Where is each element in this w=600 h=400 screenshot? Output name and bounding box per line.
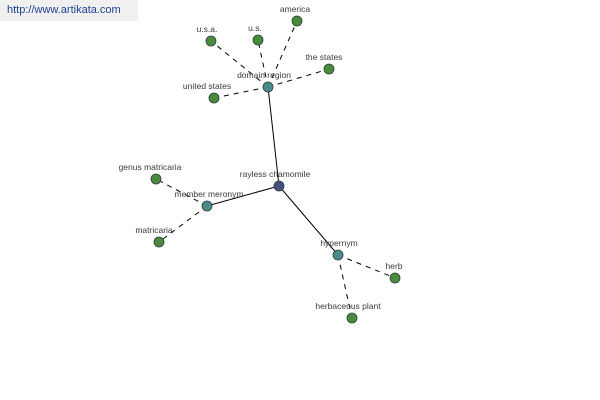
node-hypernym[interactable]: [332, 249, 344, 261]
edge-hypernym-to-herbaceous-plant: [337, 254, 353, 319]
node-label-herbaceous-plant: herbaceous plant: [315, 301, 381, 311]
node-label-genus-matricaria: genus matricaria: [119, 162, 182, 172]
edge-member-meronym-to-matricaria: [158, 205, 208, 243]
node-label-member-meronym: member meronym: [175, 189, 244, 199]
node-herbaceous-plant[interactable]: [346, 312, 358, 324]
node-label-domain-region: domain region: [237, 70, 291, 80]
node-label-the-states: the states: [306, 52, 343, 62]
node-label-america: america: [280, 4, 311, 14]
node-domain-region[interactable]: [262, 81, 274, 93]
edges-layer: [155, 20, 396, 319]
node-label-usa: u.s.a.: [197, 24, 218, 34]
node-matricaria[interactable]: [153, 236, 165, 248]
node-the-states[interactable]: [323, 63, 335, 75]
edge-rayless-chamomile-to-domain-region: [267, 86, 280, 187]
edge-domain-region-to-the-states: [267, 68, 330, 88]
edge-rayless-chamomile-to-member-meronym: [206, 185, 280, 207]
edge-domain-region-to-us: [257, 39, 269, 88]
node-label-matricaria: matricaria: [135, 225, 173, 235]
node-label-herb: herb: [385, 261, 402, 271]
node-label-us: u.s.: [248, 23, 262, 33]
labels-layer: rayless chamomile domain region member mer…: [119, 4, 403, 311]
node-genus-matricaria[interactable]: [150, 173, 162, 185]
site-url-banner[interactable]: http://www.artikata.com: [0, 0, 138, 21]
node-united-states[interactable]: [208, 92, 220, 104]
nodes-layer: [150, 15, 401, 324]
edge-domain-region-to-america: [267, 20, 298, 88]
node-label-united-states: united states: [183, 81, 231, 91]
node-herb[interactable]: [389, 272, 401, 284]
edge-hypernym-to-herb: [337, 254, 396, 279]
node-rayless-chamomile[interactable]: [273, 180, 285, 192]
node-label-hypernym: hypernym: [320, 238, 357, 248]
node-america[interactable]: [291, 15, 303, 27]
node-member-meronym[interactable]: [201, 200, 213, 212]
node-label-rayless-chamomile: rayless chamomile: [240, 169, 311, 179]
node-usa[interactable]: [205, 35, 217, 47]
edge-rayless-chamomile-to-hypernym: [278, 185, 339, 256]
edge-domain-region-to-usa: [210, 40, 269, 88]
node-us[interactable]: [252, 34, 264, 46]
